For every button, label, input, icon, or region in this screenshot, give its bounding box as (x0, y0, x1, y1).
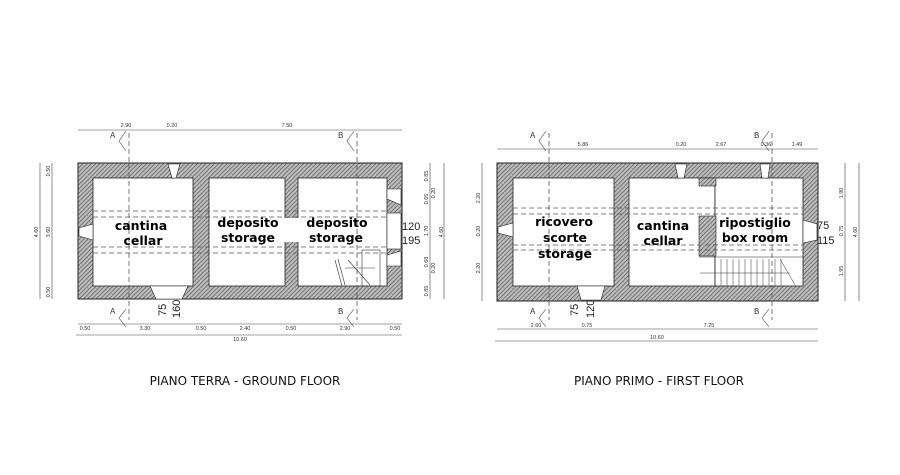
wall-stub (698, 215, 717, 257)
svg-text:0.50: 0.50 (46, 166, 52, 177)
svg-text:1.90: 1.90 (839, 188, 845, 199)
staircase (700, 258, 796, 286)
window (386, 250, 402, 267)
svg-text:0.50: 0.50 (80, 326, 91, 332)
section-mark-b: B (754, 131, 759, 140)
doorway (284, 218, 299, 242)
svg-text:1.95: 1.95 (839, 266, 845, 277)
svg-text:2.40: 2.40 (240, 326, 251, 332)
svg-text:0.65: 0.65 (424, 194, 430, 205)
svg-text:3.30: 3.30 (140, 326, 151, 332)
svg-text:120: 120 (402, 221, 420, 233)
svg-text:5.86: 5.86 (578, 142, 589, 148)
svg-text:0.36: 0.36 (761, 142, 772, 148)
section-mark-b: B (338, 307, 343, 316)
window (497, 222, 514, 238)
room-storage (512, 177, 615, 287)
svg-text:1.49: 1.49 (792, 142, 803, 148)
window (802, 219, 818, 244)
window (78, 223, 94, 241)
svg-text:2.20: 2.20 (476, 193, 482, 204)
svg-text:1.70: 1.70 (424, 226, 430, 237)
svg-text:3.60: 3.60 (46, 227, 52, 238)
section-mark-a: A (110, 131, 116, 140)
svg-text:2.90: 2.90 (121, 123, 132, 129)
window (167, 163, 181, 179)
svg-text:75: 75 (817, 220, 829, 232)
staircase (334, 249, 381, 287)
svg-text:2.67: 2.67 (716, 142, 727, 148)
svg-text:75: 75 (157, 304, 169, 316)
room-box-room (714, 177, 804, 287)
svg-text:75: 75 (569, 304, 581, 316)
svg-text:0.75: 0.75 (582, 323, 593, 329)
svg-text:2.20: 2.20 (476, 263, 482, 274)
svg-text:0.50: 0.50 (390, 326, 401, 332)
svg-text:0.68: 0.68 (424, 257, 430, 268)
svg-text:4.60: 4.60 (439, 227, 445, 238)
svg-text:120: 120 (585, 300, 597, 318)
svg-text:0.75: 0.75 (839, 226, 845, 237)
svg-text:4.60: 4.60 (853, 227, 859, 238)
svg-text:115: 115 (817, 235, 835, 247)
svg-text:0.50: 0.50 (286, 326, 297, 332)
section-mark-b: B (338, 131, 343, 140)
room-cellar (92, 177, 194, 287)
svg-text:7.50: 7.50 (282, 123, 293, 129)
svg-text:0.50: 0.50 (46, 287, 52, 298)
section-mark-a: A (530, 131, 536, 140)
svg-text:195: 195 (402, 235, 420, 247)
window (674, 163, 688, 179)
svg-text:2.90: 2.90 (340, 326, 351, 332)
svg-text:7.25: 7.25 (704, 323, 715, 329)
ground-floor-plan: A B A B 2.90 0.20 7.50 0.50 3.30 0.50 2.… (34, 123, 445, 388)
svg-text:0.20: 0.20 (431, 188, 437, 199)
svg-text:0.85: 0.85 (424, 286, 430, 297)
svg-text:2.60: 2.60 (531, 323, 542, 329)
svg-text:0.20: 0.20 (431, 263, 437, 274)
svg-text:0.20: 0.20 (167, 123, 178, 129)
window (759, 163, 771, 179)
svg-text:10.60: 10.60 (650, 335, 664, 341)
section-mark-b: B (754, 307, 759, 316)
section-mark-a: A (530, 307, 536, 316)
section-mark-a: A (110, 307, 116, 316)
plan-title-first-floor: PIANO PRIMO - FIRST FLOOR (574, 374, 744, 388)
svg-text:10.60: 10.60 (233, 337, 247, 343)
svg-text:160: 160 (171, 300, 183, 318)
svg-text:4.60: 4.60 (34, 227, 40, 238)
door-opening (386, 212, 402, 250)
svg-text:0.20: 0.20 (676, 142, 687, 148)
wall-stub (698, 177, 717, 187)
svg-text:0.85: 0.85 (424, 171, 430, 182)
door (576, 285, 606, 301)
svg-text:0.50: 0.50 (196, 326, 207, 332)
window (386, 188, 402, 206)
entrance-door (149, 285, 189, 300)
room-storage-1 (208, 177, 286, 287)
svg-text:0.20: 0.20 (476, 226, 482, 237)
plan-title-ground-floor: PIANO TERRA - GROUND FLOOR (150, 374, 341, 388)
first-floor-plan: A B A B 5.86 0.20 2.67 0.36 1.49 2.60 0.… (476, 130, 860, 388)
